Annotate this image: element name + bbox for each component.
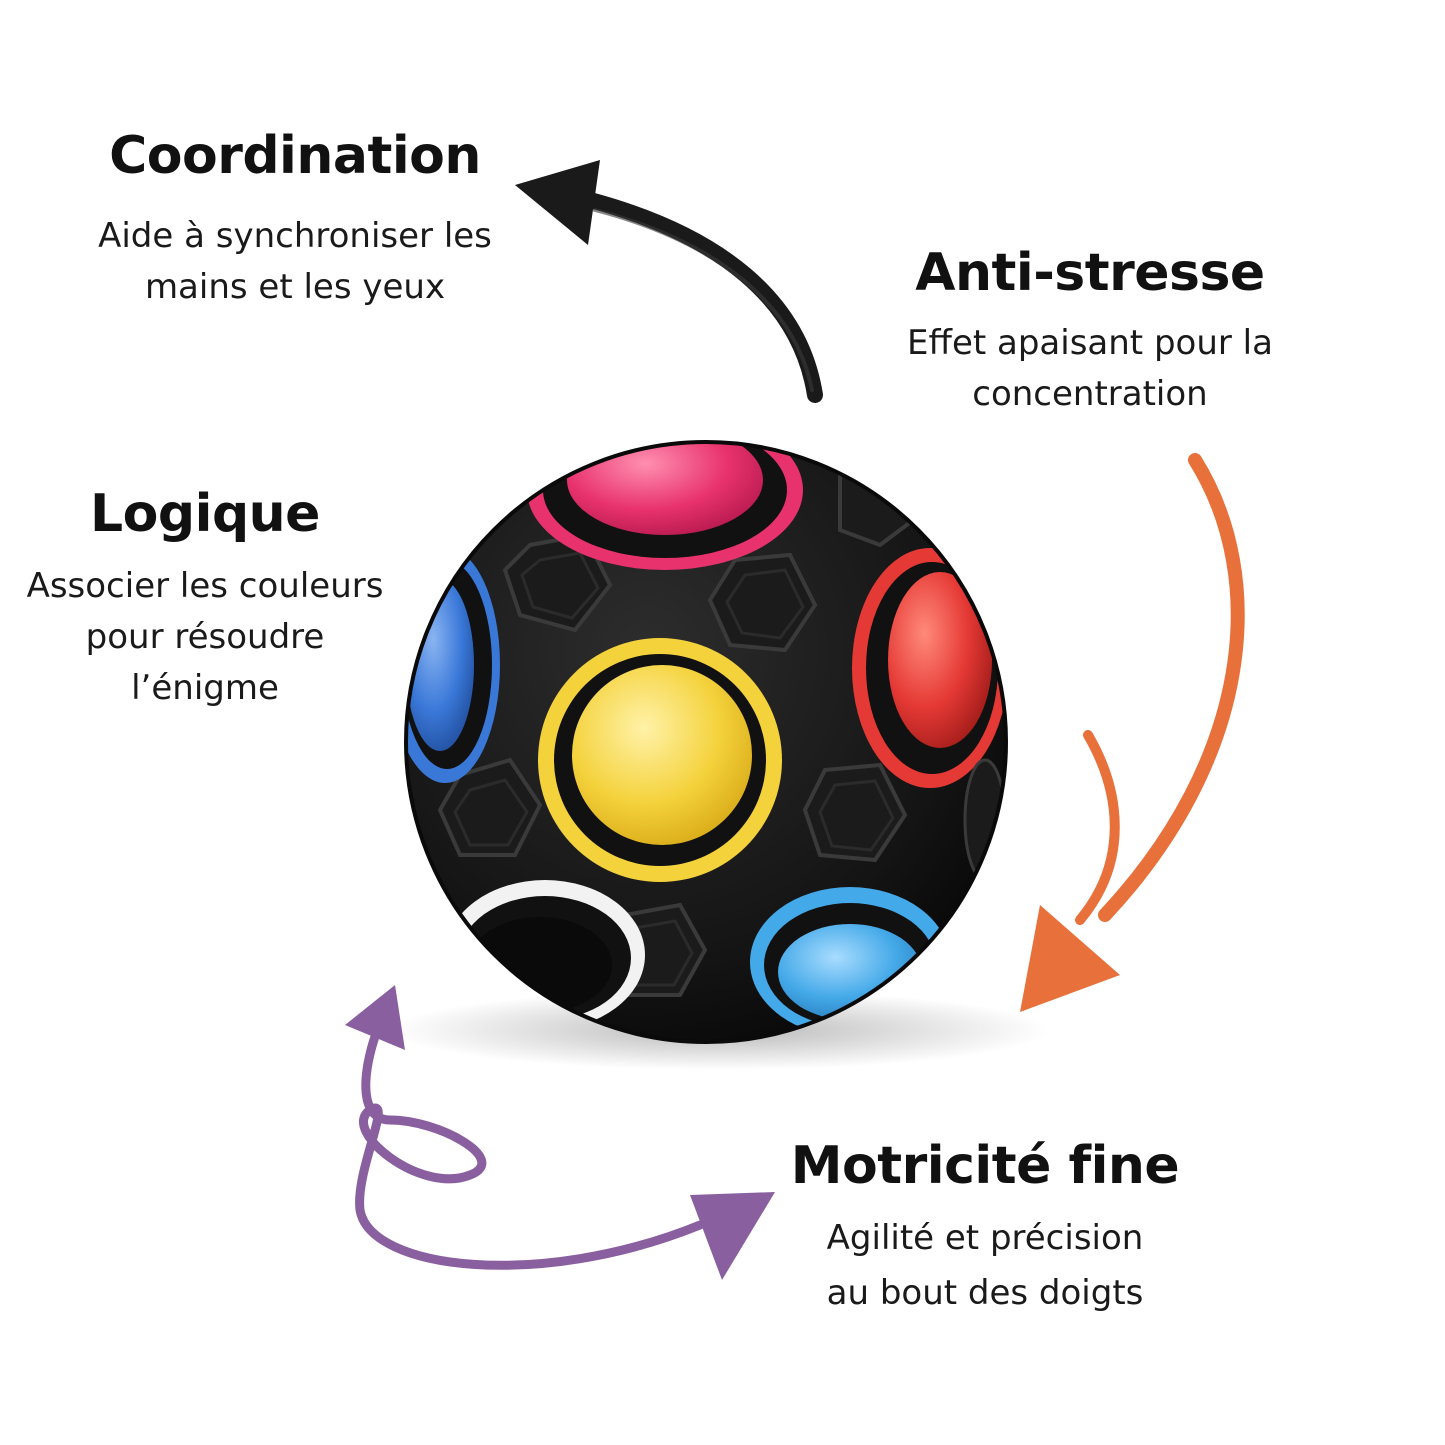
anti-stress-block: Anti-stresse Effet apaisant pour la conc… — [870, 243, 1310, 420]
arrow-black-icon — [515, 160, 823, 403]
logique-title: Logique — [90, 484, 320, 544]
arrow-purple-icon — [345, 985, 775, 1280]
coordination-line-2: mains et les yeux — [144, 267, 446, 308]
coordination-line-1: Aide à synchroniser les — [98, 216, 492, 257]
motricite-line-1: Agilité et précision — [826, 1218, 1144, 1259]
anti-stress-line-2: concentration — [972, 374, 1208, 415]
motricite-title: Motricité fine — [790, 1136, 1180, 1196]
logique-block: Logique Associer les couleurs pour résou… — [10, 484, 400, 714]
motricite-line-2: au bout des doigts — [826, 1272, 1144, 1313]
rainbow-puzzle-ball-icon — [404, 440, 1008, 1044]
anti-stress-line-1: Effet apaisant pour la — [907, 323, 1273, 364]
logique-line-1: Associer les couleurs — [26, 566, 384, 607]
coordination-block: Coordination Aide à synchroniser les mai… — [40, 126, 550, 313]
logique-line-2: pour résoudre — [85, 617, 325, 658]
motricite-block: Motricité fine Agilité et précision au b… — [785, 1136, 1185, 1320]
coordination-title: Coordination — [109, 126, 481, 186]
arrow-orange-icon — [1020, 453, 1245, 1012]
anti-stress-title: Anti-stresse — [915, 243, 1265, 303]
logique-line-3: l’énigme — [131, 668, 279, 709]
